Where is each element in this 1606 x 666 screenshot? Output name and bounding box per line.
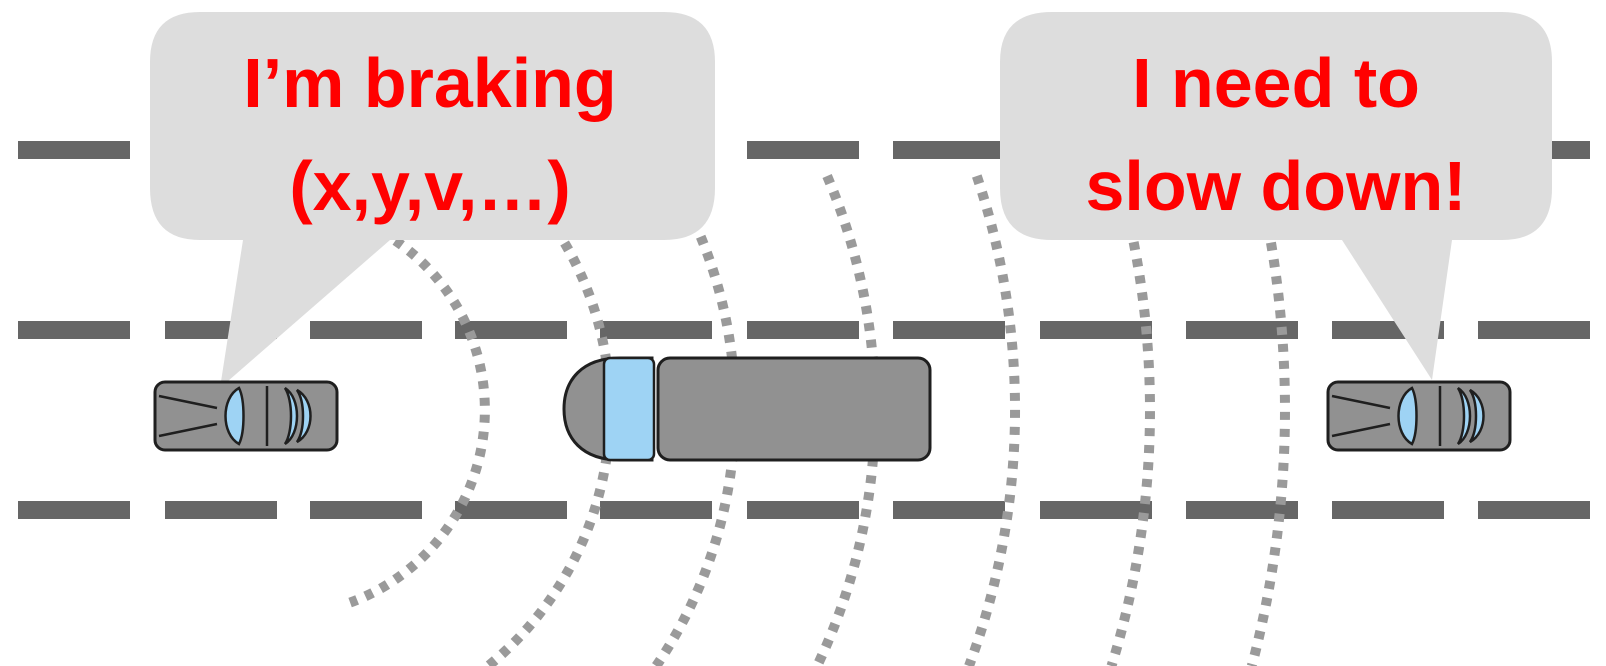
lane-dash xyxy=(1332,501,1444,519)
lane-dash xyxy=(1186,501,1298,519)
lane-dash xyxy=(747,501,859,519)
lane-dash xyxy=(893,321,1005,339)
slow-down-message-line2: slow down! xyxy=(1085,147,1466,225)
car-top-view-icon xyxy=(153,380,339,452)
signal-wave-arc xyxy=(812,174,881,666)
lane-dash xyxy=(1478,501,1590,519)
braking-message-line1: I’m braking xyxy=(243,44,616,122)
lane-dash xyxy=(747,141,859,159)
speech-bubble-slow-down-shape xyxy=(1000,12,1552,380)
speech-bubble-braking-shape xyxy=(150,12,715,388)
lane-dash xyxy=(165,501,277,519)
lane-dash xyxy=(18,141,130,159)
braking-message-line2: (x,y,v,…) xyxy=(289,147,570,225)
lane-dash xyxy=(455,501,567,519)
car-top-view-icon xyxy=(1326,380,1512,452)
signal-wave-arc xyxy=(1106,174,1155,666)
signal-wave-arc xyxy=(348,212,490,608)
lane-dash xyxy=(893,501,1005,519)
speech-bubble-braking: I’m braking (x,y,v,…) xyxy=(150,12,715,388)
lane-dash xyxy=(600,501,712,519)
lane-dash xyxy=(455,321,567,339)
lane-dash xyxy=(310,321,422,339)
speech-bubble-slow-down: I need to slow down! xyxy=(1000,12,1552,380)
lane-dash xyxy=(310,501,422,519)
lane-dash xyxy=(747,321,859,339)
lane-dash xyxy=(893,141,1005,159)
slow-down-message-line1: I need to xyxy=(1132,44,1420,122)
signal-wave-arc xyxy=(1246,174,1290,666)
lane-dash xyxy=(1478,321,1590,339)
signal-wave-arc xyxy=(964,174,1021,666)
truck-top-view-icon xyxy=(562,356,932,462)
lane-dash xyxy=(1186,321,1298,339)
lane-dash xyxy=(1040,501,1152,519)
lane-dash xyxy=(18,321,130,339)
lane-dash xyxy=(18,501,130,519)
lane-dash xyxy=(600,321,712,339)
lane-dash xyxy=(1040,321,1152,339)
